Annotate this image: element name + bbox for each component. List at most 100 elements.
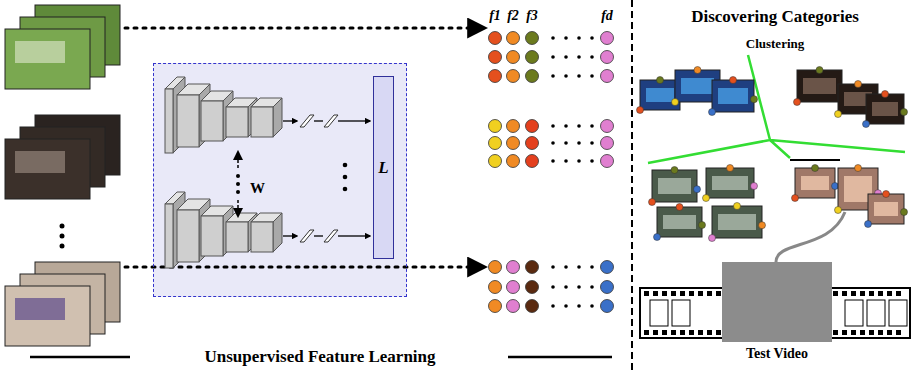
section-title: Unsupervised Feature Learning <box>204 348 435 367</box>
network-panel: WL <box>153 63 407 297</box>
feature-dot <box>526 281 539 294</box>
ellipsis-dot <box>564 36 568 40</box>
ellipsis-dot <box>564 141 568 145</box>
feature-dot <box>526 137 539 150</box>
feature-dot <box>489 120 502 133</box>
arrow <box>338 120 370 121</box>
ellipsis-dot <box>236 182 240 186</box>
ellipsis-dot <box>564 74 568 78</box>
ellipsis-dot <box>236 174 240 178</box>
shared-weight-arrow <box>237 200 239 216</box>
video-thumbnail <box>792 165 839 202</box>
feature-dot <box>507 32 520 45</box>
ellipsis-dot <box>564 285 568 289</box>
ellipsis-dot <box>551 285 555 289</box>
ellipsis-dot <box>60 244 65 249</box>
ellipsis-dot <box>236 190 240 194</box>
feature-dot <box>601 51 614 64</box>
panel-fill <box>153 63 407 297</box>
link-line <box>776 212 845 262</box>
feature-dot <box>526 70 539 83</box>
video-thumbnail <box>709 77 758 116</box>
fc-layer <box>324 115 338 127</box>
fc-layer <box>300 230 314 242</box>
ellipsis-dot <box>590 159 594 163</box>
feature-dot <box>601 70 614 83</box>
node-text: Test Video <box>746 346 808 362</box>
feature-dot <box>526 51 539 64</box>
feature-dot <box>601 137 614 150</box>
feature-dot <box>507 155 520 168</box>
ellipsis-dot <box>590 74 594 78</box>
video-thumbnail <box>649 167 701 206</box>
feature-dot <box>526 155 539 168</box>
separator <box>631 0 633 371</box>
video-thumbnail <box>865 191 908 228</box>
feature-dot <box>526 32 539 45</box>
rule <box>30 356 130 359</box>
ellipsis-dot <box>590 36 594 40</box>
feature-name: f3 <box>526 8 538 23</box>
arrow <box>283 120 297 121</box>
arrow <box>338 235 370 236</box>
ellipsis-dot <box>551 265 555 269</box>
video-thumbnail <box>863 91 908 128</box>
feature-dot <box>507 120 520 133</box>
feature-dot <box>489 261 502 274</box>
ellipsis-dot <box>577 55 581 59</box>
arrow <box>283 235 297 236</box>
shared-weight-arrow <box>237 152 239 168</box>
feature-dot <box>526 261 539 274</box>
ellipsis-dot <box>551 159 555 163</box>
feature-dot <box>489 32 502 45</box>
ellipsis-dot <box>60 224 65 229</box>
ellipsis-dot <box>577 36 581 40</box>
feature-dot <box>489 300 502 313</box>
feature-dot <box>489 155 502 168</box>
ellipsis-dot <box>343 163 348 168</box>
feature-dot <box>601 300 614 313</box>
ellipsis-dot <box>551 55 555 59</box>
ellipsis-dot <box>590 265 594 269</box>
ellipsis-dot <box>564 304 568 308</box>
ellipsis-dot <box>590 55 594 59</box>
ellipsis-dot <box>343 175 348 180</box>
ellipsis-dot <box>590 124 594 128</box>
ellipsis-dot <box>577 74 581 78</box>
feature-dot <box>601 261 614 274</box>
conv-layer <box>251 98 282 137</box>
loss-box: L <box>373 76 394 259</box>
ellipsis-dot <box>551 141 555 145</box>
ellipsis-dot <box>577 265 581 269</box>
section-title: Discovering Categories <box>691 8 859 27</box>
feature-dot <box>507 281 520 294</box>
feature-dot <box>601 120 614 133</box>
video-thumbnail <box>709 203 766 242</box>
fc-layer <box>324 230 338 242</box>
ellipsis-dot <box>577 159 581 163</box>
video-thumbnail <box>703 165 758 202</box>
video-thumbnail <box>654 204 706 241</box>
feature-dot <box>601 32 614 45</box>
feature-dot <box>489 137 502 150</box>
fc-layer <box>300 115 314 127</box>
feature-dot <box>507 70 520 83</box>
ellipsis-dot <box>343 187 348 192</box>
feature-dot <box>526 300 539 313</box>
rule <box>508 356 612 359</box>
video-frames <box>5 5 120 89</box>
conv-layer <box>251 213 282 252</box>
ellipsis-dot <box>564 55 568 59</box>
feature-dot <box>601 281 614 294</box>
ellipsis-dot <box>577 285 581 289</box>
ellipsis-dot <box>577 124 581 128</box>
feature-dot <box>507 51 520 64</box>
ellipsis-dot <box>551 74 555 78</box>
feature-dot <box>489 51 502 64</box>
feature-dot <box>507 300 520 313</box>
ellipsis-dot <box>551 36 555 40</box>
ellipsis-dot <box>551 124 555 128</box>
arrow <box>314 235 323 236</box>
ellipsis-dot <box>60 234 65 239</box>
